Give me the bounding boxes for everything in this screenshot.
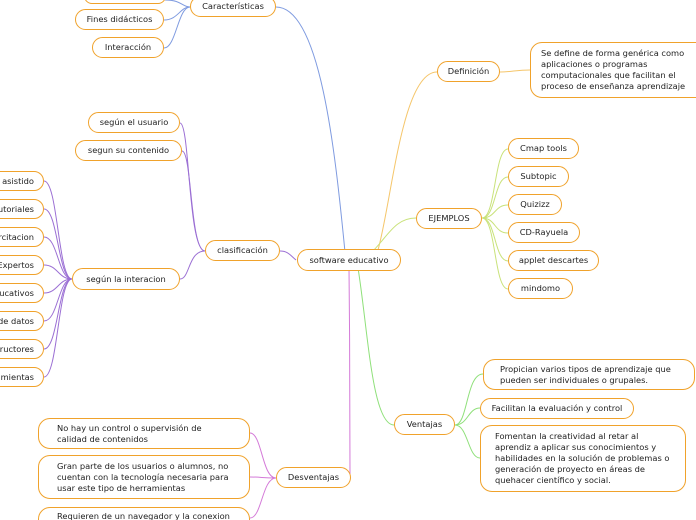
ventajas-node[interactable]: Ventajas [394,414,455,435]
interaccion-item-tutoriales[interactable]: tutoriales [0,199,44,219]
link-vent-3 [454,424,481,459]
link-root-ejemplos [371,217,417,253]
root-node[interactable]: software educativo [297,249,401,271]
link-def-text [499,69,531,73]
link-desv-1 [249,432,277,479]
interaccion-item-datos[interactable]: de datos [0,311,44,331]
desventaja-navegador[interactable]: Requieren de un navegador y la conexion … [38,507,250,520]
link-caract-top [164,0,191,8]
ejemplo-quizizz[interactable]: Quizizz [508,194,562,215]
ventaja-aprendizaje[interactable]: Propician varios tipos de aprendizaje qu… [483,359,695,390]
ventaja-creatividad[interactable]: Fomentan la creatividad al retar al apre… [480,425,686,492]
link-inter-7 [43,278,73,350]
link-root-caracteristicas [275,6,346,253]
link-clasif-interaccion [179,250,206,280]
interaccion-item-herramientas[interactable]: mientas [0,367,44,387]
link-root-clasificacion [279,250,297,261]
ejemplo-cd-rayuela[interactable]: CD-Rayuela [508,222,580,243]
interaccion-item-expertos[interactable]: Expertos [0,255,44,275]
link-vent-1 [454,373,484,426]
ejemplos-node[interactable]: EJEMPLOS [416,208,482,229]
ejemplo-mindomo[interactable]: mindomo [508,278,573,299]
link-clasif-usuario [179,122,206,252]
clasificacion-node[interactable]: clasificación [205,240,280,261]
link-vent-2 [454,407,481,426]
definicion-text-node[interactable]: Se define de forma genérica como aplicac… [530,42,696,98]
link-inter-8 [43,278,73,378]
ejemplo-cmap-tools[interactable]: Cmap tools [508,138,579,159]
link-root-definicion [377,71,438,251]
link-clasif-contenido [181,150,206,252]
link-desv-3 [249,477,277,519]
caracteristicas-node[interactable]: Características [190,0,276,17]
link-ej-2 [481,176,509,219]
definicion-node[interactable]: Definición [437,61,500,82]
ejemplo-subtopic[interactable]: Subtopic [508,166,569,187]
desventaja-tecnologia[interactable]: Gran parte de los usuarios o alumnos, no… [38,455,250,499]
caracteristicas-top-clipped-node[interactable] [84,0,166,4]
interaccion-node[interactable]: Interacción [92,37,164,58]
interaccion-item-asistido[interactable]: asistido [0,171,44,191]
segun-usuario-node[interactable]: según el usuario [88,112,180,133]
interaccion-item-ejercitacion[interactable]: rcitacion [0,227,44,247]
interaccion-item-constructores[interactable]: ructores [0,339,44,359]
link-inter-2 [43,208,73,280]
link-inter-3 [43,236,73,280]
ventaja-evaluacion[interactable]: Facilitan la evaluación y control [480,398,634,419]
interaccion-item-educativos[interactable]: ucativos [0,283,44,303]
link-caract-interaccion [163,6,191,49]
link-root-ventajas [357,267,395,426]
link-desv-2 [249,476,277,479]
link-ej-6 [481,217,509,290]
fines-didacticos-node[interactable]: Fines didácticos [75,9,164,30]
desventaja-control[interactable]: No hay un control o supervisión de calid… [38,418,250,449]
link-inter-1 [43,180,73,280]
link-ej-3 [481,204,509,219]
link-ej-1 [481,148,509,219]
ejemplo-applet-descartes[interactable]: applet descartes [508,250,599,271]
desventajas-node[interactable]: Desventajas [276,467,351,488]
segun-interaccion-node[interactable]: según la interacion [72,268,180,290]
segun-contenido-node[interactable]: segun su contenido [75,140,182,161]
link-inter-4 [43,264,73,280]
link-root-desventajas [348,267,351,479]
